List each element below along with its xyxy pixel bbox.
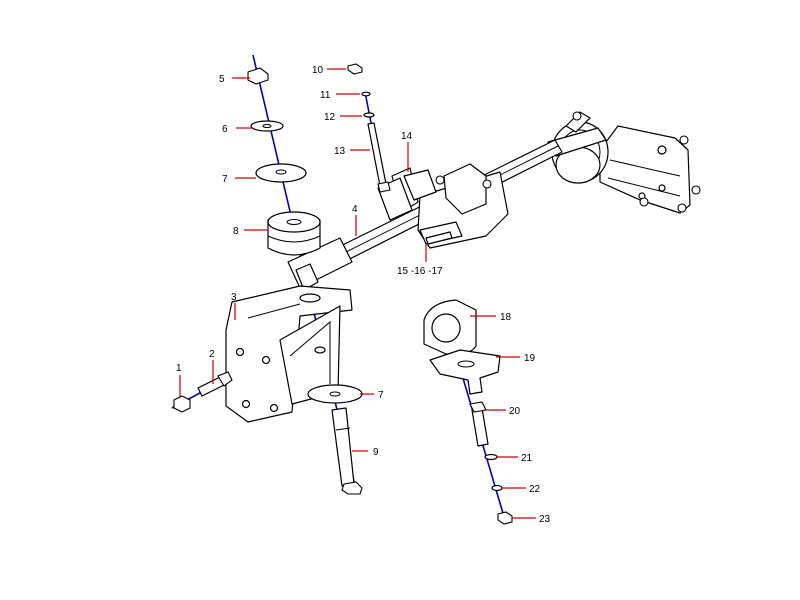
plate-19 [429,349,501,395]
bracket-bolt-head [679,135,689,145]
bracket-bolt-head [677,203,687,213]
washer-11 [361,91,371,97]
callout-labels: 1 2 3 4 5 6 7 7 8 9 10 11 12 13 14 15 -1… [176,65,551,525]
bolt-20 [471,407,489,447]
shaft-end-bushing [547,111,609,184]
washer-21 [484,453,498,461]
callout-11: 11 [320,90,331,101]
callout-2: 2 [209,349,215,360]
washer-7-upper [255,163,307,183]
callout-18: 18 [500,312,512,323]
callout-3: 3 [231,292,237,303]
nut-10 [347,63,363,75]
callout-14: 14 [401,131,413,142]
upper-bolt-stack [347,63,391,193]
washer-12 [363,112,375,118]
bolt-13 [367,122,387,187]
callout-8: 8 [233,226,239,237]
side-bolt-assembly [173,371,233,413]
callout-21: 21 [521,453,533,464]
callout-13: 13 [334,146,346,157]
bracket-bolt-head [691,185,701,195]
upper-mounting-bracket [599,125,701,214]
bracket-bolt-head [639,197,649,207]
callout-7-lower: 7 [378,390,384,401]
callout-6: 6 [222,124,228,135]
washer-6 [250,120,284,132]
callout-19: 19 [524,353,536,364]
callout-10: 10 [312,65,324,76]
callout-1: 1 [176,363,182,374]
nut-5 [247,67,269,85]
stud-9 [331,407,355,487]
callout-4: 4 [352,204,358,215]
callout-9: 9 [373,447,379,458]
callout-12: 12 [324,112,336,123]
callout-23: 23 [539,514,551,525]
main-stud-stack [247,67,363,495]
washer-22 [491,484,503,492]
washer-7-lower [307,384,363,404]
clamp-housing [377,163,509,249]
main-bracket [225,285,353,423]
callout-22: 22 [529,484,541,495]
callout-5: 5 [219,74,225,85]
callout-7-upper: 7 [222,174,228,185]
leader-lines [179,68,536,519]
nut-1 [173,395,191,413]
nut-23 [497,511,513,525]
callout-15-16-17: 15 -16 -17 [397,266,443,277]
right-bushing-group [423,299,513,525]
callout-20: 20 [509,406,521,417]
